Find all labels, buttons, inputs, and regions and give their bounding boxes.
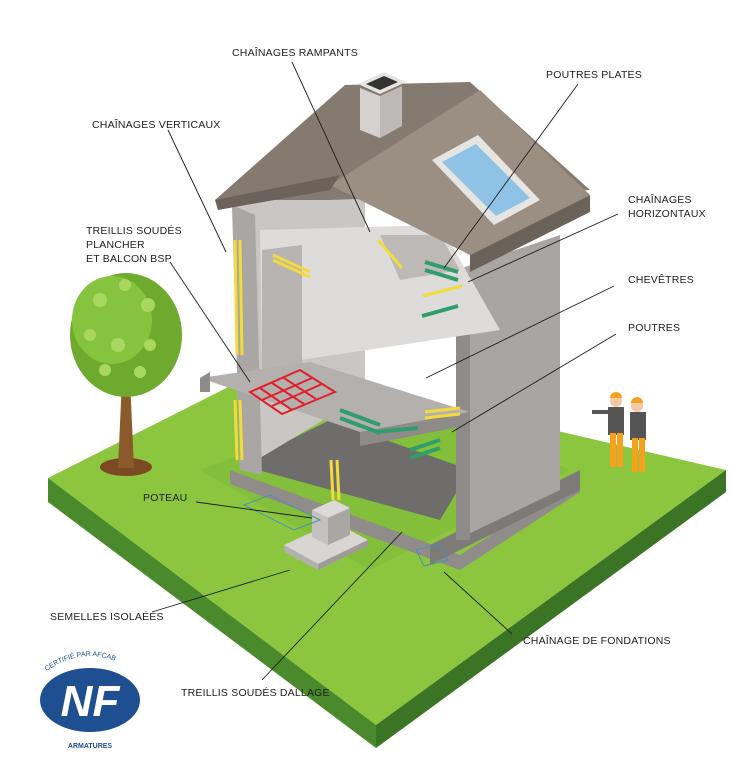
rebar-mesh-red bbox=[247, 368, 338, 416]
rebar-green bbox=[339, 260, 459, 460]
tree bbox=[70, 273, 182, 476]
ground-floor-slab bbox=[240, 420, 470, 520]
label-chainages-rampants: CHAÎNAGES RAMPANTS bbox=[232, 47, 358, 59]
chimney bbox=[358, 72, 406, 138]
label-treillis-plancher-line3: ET BALCON BSP bbox=[86, 253, 172, 265]
callout-lines bbox=[151, 61, 619, 681]
ground-mesh bbox=[242, 494, 449, 567]
nf-logo-caption: ARMATURES bbox=[68, 743, 113, 750]
label-chainages-horizontaux-line2: HORIZONTAUX bbox=[628, 208, 706, 220]
nf-certification-logo: NF CERTIFIÉ PAR AFCAB ARMATURES bbox=[40, 651, 140, 750]
label-semelles-isolees: SEMELLES ISOLAÉES bbox=[50, 611, 164, 623]
label-chainage-fondations: CHAÎNAGE DE FONDATIONS bbox=[523, 635, 671, 647]
label-treillis-plancher-line1: TREILLIS SOUDÉS bbox=[86, 225, 182, 237]
label-poutres: POUTRES bbox=[628, 322, 681, 334]
label-chainages-horizontaux: CHAÎNAGES HORIZONTAUX bbox=[628, 193, 706, 221]
workers bbox=[592, 392, 646, 472]
label-chainages-verticaux: CHAÎNAGES VERTICAUX bbox=[92, 119, 221, 131]
label-treillis-dallage: TREILLIS SOUDÉS DALLAGE bbox=[181, 687, 330, 699]
label-treillis-plancher-line2: PLANCHER bbox=[86, 239, 145, 251]
isolated-footing bbox=[284, 500, 368, 570]
roof-window bbox=[432, 135, 540, 225]
label-poteau: POTEAU bbox=[143, 492, 188, 504]
rebar-yellow bbox=[233, 239, 463, 501]
label-chainages-horizontaux-line1: CHAÎNAGES bbox=[628, 194, 692, 206]
label-poutres-plates: POUTRES PLATES bbox=[546, 69, 642, 81]
label-chevetres: CHEVÊTRES bbox=[628, 274, 694, 286]
label-treillis-plancher: TREILLIS SOUDÉS PLANCHER ET BALCON BSP bbox=[86, 224, 182, 266]
nf-logo-mark: NF bbox=[61, 677, 121, 726]
